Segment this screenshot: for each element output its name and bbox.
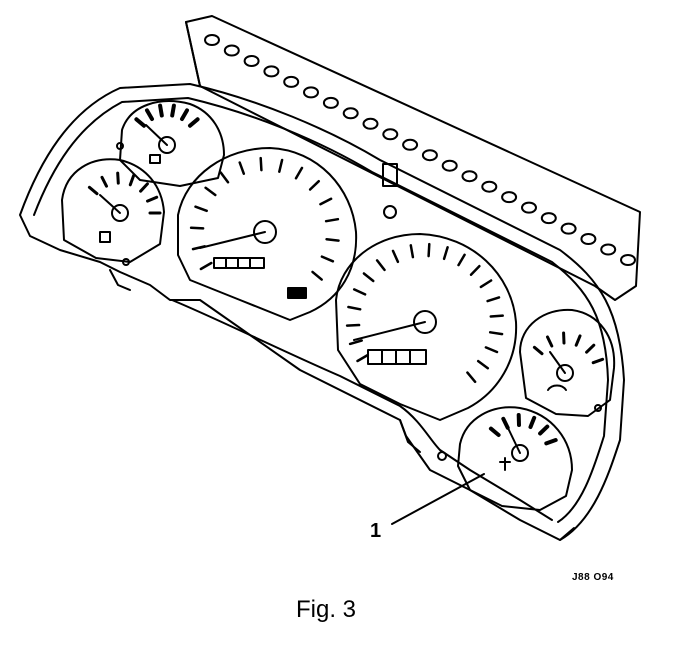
mounting-hole (322, 96, 339, 109)
gauge-tick (324, 217, 340, 223)
voltmeter-gauge (457, 406, 573, 511)
mounting-hole (481, 180, 498, 193)
gauge-tick (501, 416, 510, 430)
gauge-tick (87, 185, 99, 196)
gauge-tick (352, 288, 367, 296)
callout-label-1: 1 (370, 520, 382, 542)
gauge-tick (476, 359, 490, 370)
gauge-tick (278, 158, 284, 173)
gauge-tick (486, 296, 501, 303)
gauge-tick (488, 331, 504, 336)
mounting-hole (402, 138, 419, 151)
temperature-gauge (519, 308, 616, 417)
gauge-tick (311, 270, 323, 281)
mounting-hole (421, 149, 438, 162)
gauge-tick (170, 103, 176, 118)
gauge-tick (544, 438, 558, 446)
gauge-tick (409, 244, 415, 259)
mounting-hole (540, 212, 557, 225)
gauge-tick (325, 237, 340, 242)
mounting-hole (521, 201, 537, 214)
gauge-tick (308, 179, 321, 191)
gauge-tick (375, 259, 386, 272)
gauge-tick (538, 424, 550, 436)
screw-boss (437, 451, 447, 461)
gauge-tick (319, 197, 333, 206)
gauge-tick (294, 166, 304, 180)
mounting-hole (204, 34, 220, 46)
mounting-hole (580, 233, 597, 245)
gauge-tick (145, 108, 154, 121)
mounting-hole (560, 222, 577, 235)
gauge-tick (116, 171, 120, 185)
mounting-hole (441, 159, 458, 172)
gauge-tick (489, 314, 504, 318)
gauge-tick (427, 242, 431, 258)
gauge-tick (188, 117, 200, 128)
screw-boss (116, 142, 124, 150)
mounting-hole (620, 254, 636, 266)
gauge-tick (347, 305, 362, 311)
mounting-hole (342, 107, 359, 120)
oil-pressure-gauge (61, 158, 165, 263)
gauge-tick (466, 371, 477, 384)
gauge-tick (158, 103, 164, 118)
gauge-tick (442, 246, 449, 261)
gauge-tick (320, 255, 335, 263)
mounting-hole (263, 65, 280, 78)
fuel-gauge (119, 100, 225, 187)
screw-boss (383, 205, 397, 219)
figure-reference-code: J88 O94 (572, 572, 614, 583)
callout-leader-line (391, 473, 485, 525)
gauge-tick (204, 186, 217, 197)
gauge-tick (139, 182, 149, 193)
mounting-hole (501, 191, 518, 204)
mounting-strip (185, 15, 641, 301)
mounting-hole (362, 117, 379, 130)
gauge-tick (479, 279, 493, 289)
figure-caption: Fig. 3 (296, 596, 357, 623)
mounting-hole (223, 44, 240, 57)
gauge-tick (528, 415, 537, 429)
mounting-hole (382, 128, 399, 141)
screw-boss (122, 258, 130, 266)
gauge-tick (189, 226, 205, 230)
gauge-tick (259, 156, 263, 172)
mounting-hole (461, 170, 478, 183)
mounting-holes (204, 34, 636, 266)
mounting-hole (283, 75, 300, 88)
gauge-tick (574, 334, 582, 347)
mounting-hole (303, 86, 319, 99)
gauge-tick (180, 108, 189, 121)
gauge-tick (134, 117, 146, 128)
gauge-tick (457, 253, 466, 267)
gauge-tick (585, 343, 596, 354)
gauge-tick (238, 161, 246, 175)
gauge-tick (219, 171, 230, 184)
gauge-tick (591, 357, 605, 365)
gauge-tick (146, 195, 159, 203)
gauge-tick (128, 173, 136, 187)
gauge-tick (488, 426, 501, 437)
gauge-tick (345, 323, 361, 327)
gauge-tick (348, 339, 363, 346)
mounting-hole (600, 243, 617, 256)
speedometer (177, 147, 358, 321)
gauge-tick (469, 264, 481, 276)
gauge-tick (100, 175, 108, 188)
gauge-tick (546, 335, 554, 348)
gauge-tick (532, 345, 544, 356)
gauge-tick (191, 245, 206, 251)
mounting-hole (243, 55, 260, 67)
cluster-housing (19, 83, 625, 541)
gauge-tick (362, 272, 375, 283)
gauge-tick (194, 205, 208, 213)
tachometer (335, 233, 518, 421)
screw-boss (594, 404, 602, 412)
gauge-tick (356, 353, 370, 363)
gauge-tick (484, 346, 499, 354)
gauge-tick (391, 249, 400, 264)
gauge-tick (199, 261, 213, 271)
